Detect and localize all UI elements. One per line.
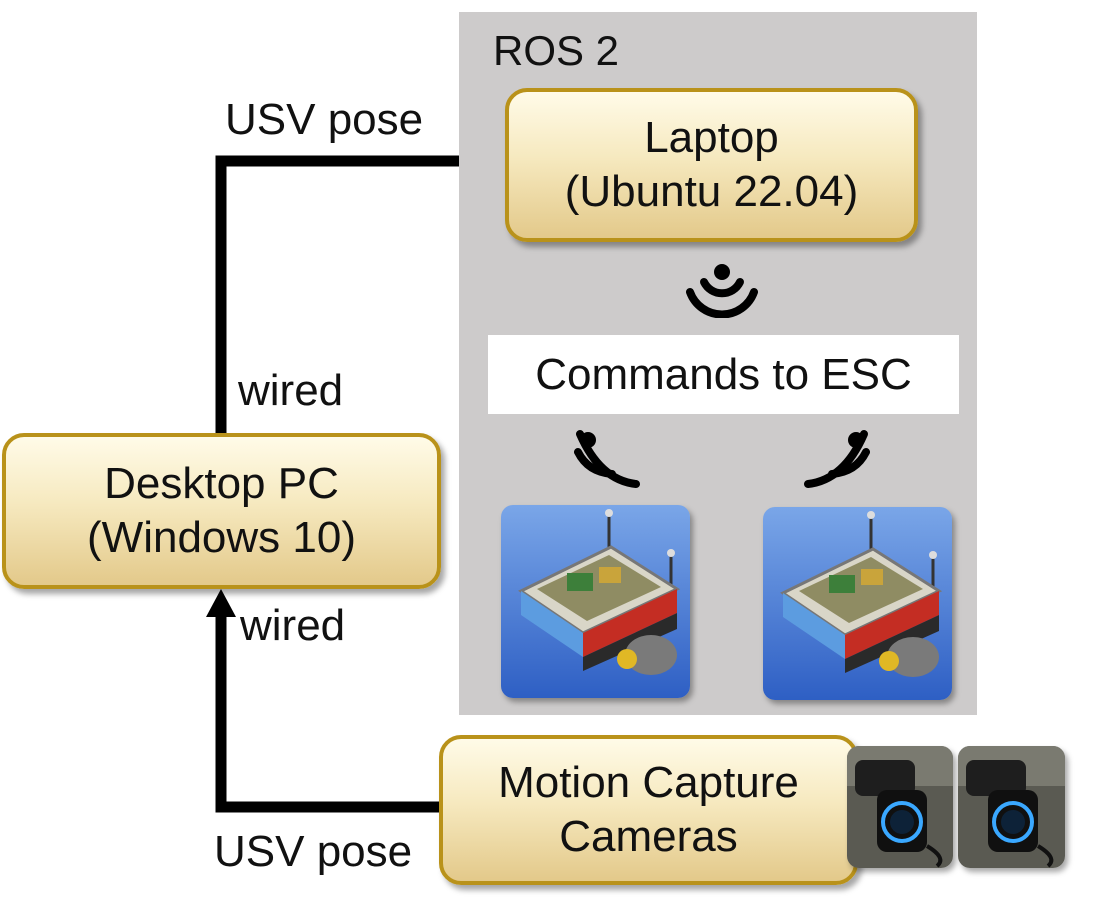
desktop-os: (Windows 10) xyxy=(87,513,356,562)
wireless-signal-icon xyxy=(804,430,870,488)
edge-label-usv-pose-bottom: USV pose xyxy=(214,827,413,876)
usv-photo xyxy=(501,505,690,698)
laptop-node: Laptop (Ubuntu 22.04) xyxy=(505,88,918,242)
mocap-line1: Motion Capture xyxy=(498,758,799,807)
mocap-line2: Cameras xyxy=(559,812,738,861)
edge-label-wired-lower: wired xyxy=(240,601,346,650)
desktop-name: Desktop PC xyxy=(104,459,339,508)
commands-to-esc-label: Commands to ESC xyxy=(488,335,959,414)
desktop-pc-node: Desktop PC (Windows 10) xyxy=(2,433,441,589)
edge-label-usv-pose-top: USV pose xyxy=(225,95,424,144)
motion-capture-node: Motion Capture Cameras xyxy=(439,735,858,885)
laptop-os: (Ubuntu 22.04) xyxy=(564,167,859,216)
wireless-signal-icon xyxy=(686,264,758,318)
motion-capture-camera-photo xyxy=(958,746,1065,868)
arrowhead-to-desktop xyxy=(206,589,236,617)
edge-label-wired-upper: wired xyxy=(238,366,344,415)
ros2-label: ROS 2 xyxy=(493,27,620,74)
usv-photo xyxy=(763,507,952,700)
motion-capture-camera-photo xyxy=(847,746,953,868)
wireless-signal-icon xyxy=(574,430,640,488)
wire-cameras-to-desktop xyxy=(215,614,439,813)
laptop-name: Laptop xyxy=(644,113,779,162)
wire-desktop-to-laptop xyxy=(215,155,478,433)
